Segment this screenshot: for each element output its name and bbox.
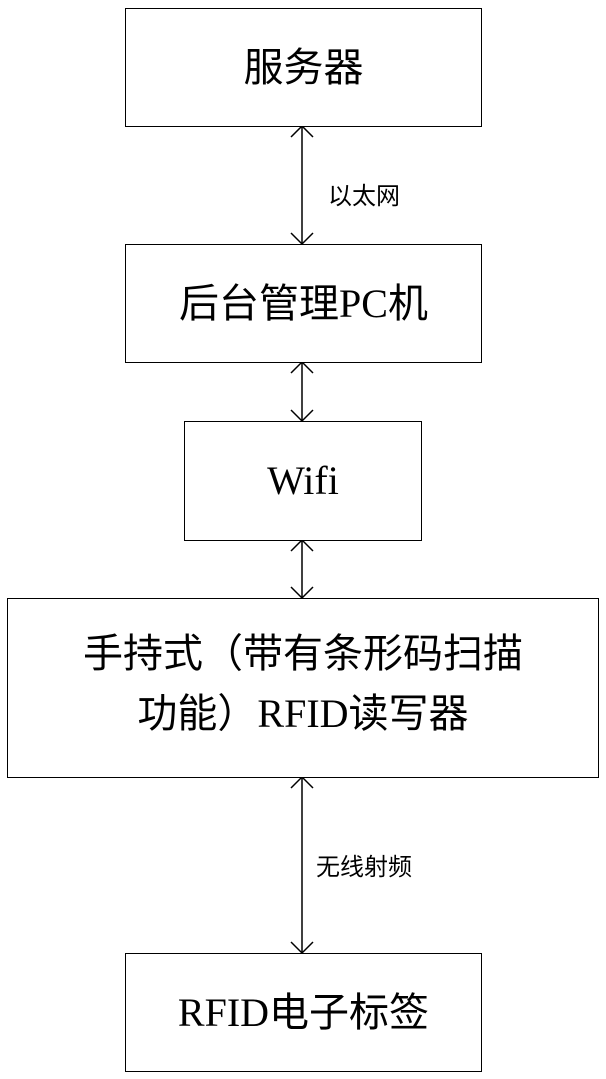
node-admin-pc: 后台管理PC机 xyxy=(125,244,482,363)
node-admin-pc-label: 后台管理PC机 xyxy=(179,280,428,326)
node-reader-label-line1: 手持式（带有条形码扫描 xyxy=(83,631,523,676)
node-server: 服务器 xyxy=(125,8,482,127)
edge-server-admin-pc xyxy=(290,124,314,246)
edge-reader-tag xyxy=(290,775,314,955)
edge-admin-pc-wifi xyxy=(290,360,314,423)
edge-label-radio-frequency: 无线射频 xyxy=(316,855,412,881)
edge-label-ethernet: 以太网 xyxy=(328,184,400,210)
node-reader: 手持式（带有条形码扫描 功能）RFID读写器 xyxy=(7,598,599,778)
node-wifi-label: Wifi xyxy=(267,458,339,503)
node-reader-label-line2: 功能）RFID读写器 xyxy=(137,691,469,736)
edge-wifi-reader xyxy=(290,538,314,600)
node-rfid-tag-label: RFID电子标签 xyxy=(177,989,430,1035)
node-wifi: Wifi xyxy=(184,421,422,541)
node-rfid-tag: RFID电子标签 xyxy=(125,953,482,1072)
node-server-label: 服务器 xyxy=(243,44,364,90)
